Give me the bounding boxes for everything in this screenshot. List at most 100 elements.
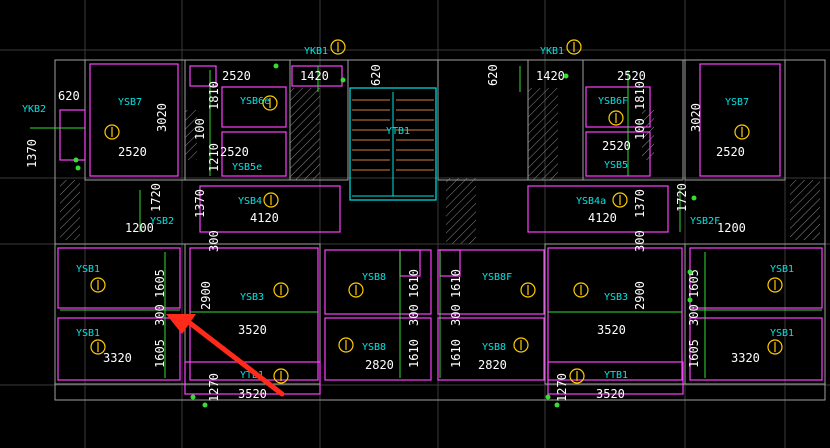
dim-text: 300 (633, 230, 647, 252)
node-dots (73, 63, 697, 408)
slab-label: YTB1 (386, 126, 410, 137)
slab-rebar-marker-icon (573, 282, 589, 298)
slab-label: YSB6F (598, 96, 628, 107)
slab-label: YKB1 (304, 46, 328, 57)
dim-text: 620 (58, 89, 80, 103)
slab-rebar-marker-icon (513, 337, 529, 353)
slab-rebar-marker-icon (767, 339, 783, 355)
dim-text: 1270 (207, 373, 221, 402)
slab-rebar-marker-icon (262, 95, 278, 111)
red-arrow-icon (166, 314, 285, 397)
dim-text: 1605 (153, 339, 167, 368)
dim-text: 1200 (717, 221, 746, 235)
slab-rebar-marker-icon (569, 368, 585, 384)
slab-label: YSB1 (76, 264, 100, 275)
dim-text: 300 (407, 304, 421, 326)
dim-text: 300 (153, 304, 167, 326)
slab-rebar-marker-icon (263, 192, 279, 208)
slab-label: YSB2 (150, 216, 174, 227)
dim-text: 3520 (596, 387, 625, 401)
slab-label: YSB1 (76, 328, 100, 339)
slab-label: YSB4a (576, 196, 606, 207)
slab-label: YSB8F (482, 272, 512, 283)
rebar-lines (30, 66, 822, 378)
slab-rebar-marker-icon (273, 368, 289, 384)
dim-text: 2520 (118, 145, 147, 159)
slab-rebar-marker-icons (90, 39, 783, 384)
dim-text: 2900 (633, 281, 647, 310)
dim-text: 2820 (478, 358, 507, 372)
dim-text: 3520 (238, 387, 267, 401)
slab-rebar-marker-icon (608, 110, 624, 126)
dim-text: 1270 (555, 373, 569, 402)
dim-text: 1810 (207, 81, 221, 110)
dim-text: 2520 (222, 69, 251, 83)
dim-text: 620 (486, 64, 500, 86)
dim-text: 3320 (103, 351, 132, 365)
dim-text: 3520 (238, 323, 267, 337)
slab-label: YTB1 (604, 370, 628, 381)
dim-text: 1370 (633, 189, 647, 218)
slab-label: YSB4 (238, 196, 262, 207)
slab-label: YKB2 (22, 104, 46, 115)
wall-outlines (54, 59, 826, 401)
dim-text: 1610 (449, 269, 463, 298)
dim-text: 300 (207, 230, 221, 252)
slab-rebar-marker-icon (90, 339, 106, 355)
dim-text: 3020 (155, 103, 169, 132)
dim-text: 1720 (675, 183, 689, 212)
dim-text: 2900 (199, 281, 213, 310)
dim-text: 2520 (716, 145, 745, 159)
dim-text: 1810 (633, 81, 647, 110)
dim-text: 620 (369, 64, 383, 86)
slab-label: YSB1 (770, 264, 794, 275)
slab-rebar-marker-icon (734, 124, 750, 140)
dim-text: 300 (687, 304, 701, 326)
dim-text: 1605 (153, 269, 167, 298)
slab-label: YSB1 (770, 328, 794, 339)
slab-label: YSB6e (240, 96, 270, 107)
slab-label: YSB7 (118, 97, 142, 108)
dim-text: 3020 (689, 103, 703, 132)
slab-label: YSB3 (604, 292, 628, 303)
dim-text: 1370 (25, 139, 39, 168)
dim-text: 3320 (731, 351, 760, 365)
dim-text: 2520 (617, 69, 646, 83)
dim-text: 3520 (597, 323, 626, 337)
dim-text: 2520 (602, 139, 631, 153)
slab-rebar-marker-icon (520, 282, 536, 298)
dim-text: 1610 (407, 339, 421, 368)
dim-text: 4120 (250, 211, 279, 225)
slab-label: YSB2F (690, 216, 720, 227)
vertical-dimension-labels: 620 620 1370 3020 1810 100 1210 1810 100… (25, 64, 703, 402)
slab-rebar-marker-icon (330, 39, 346, 55)
dim-text: 1605 (687, 269, 701, 298)
slab-label: YSB3 (240, 292, 264, 303)
dim-text: 1610 (449, 339, 463, 368)
slab-rebar-marker-icon (767, 277, 783, 293)
slab-outlines (57, 63, 823, 395)
stair-section (349, 87, 437, 201)
slab-rebar-marker-icon (338, 337, 354, 353)
dim-text: 100 (193, 118, 207, 140)
slab-rebar-marker-icon (104, 124, 120, 140)
dim-text: 1610 (407, 269, 421, 298)
slab-rebar-marker-icon (348, 282, 364, 298)
slab-rebar-marker-icon (612, 192, 628, 208)
slab-label: YSB5e (232, 162, 262, 173)
dimension-labels: 620 1420 2520 1420 2520 2520 2520 2520 2… (58, 69, 760, 401)
slab-rebar-marker-icon (273, 282, 289, 298)
hatched-walls (60, 88, 820, 244)
dim-text: 1720 (149, 183, 163, 212)
slab-rebar-marker-icon (566, 39, 582, 55)
dim-text: 1605 (687, 339, 701, 368)
dim-text: 300 (449, 304, 463, 326)
dim-text: 1420 (536, 69, 565, 83)
dim-text: 1210 (207, 143, 221, 172)
slab-label: YSB7 (725, 97, 749, 108)
dim-text: 1420 (300, 69, 329, 83)
slab-label: YTB1 (240, 370, 264, 381)
dim-text: 1370 (193, 189, 207, 218)
slab-label: YKB1 (540, 46, 564, 57)
